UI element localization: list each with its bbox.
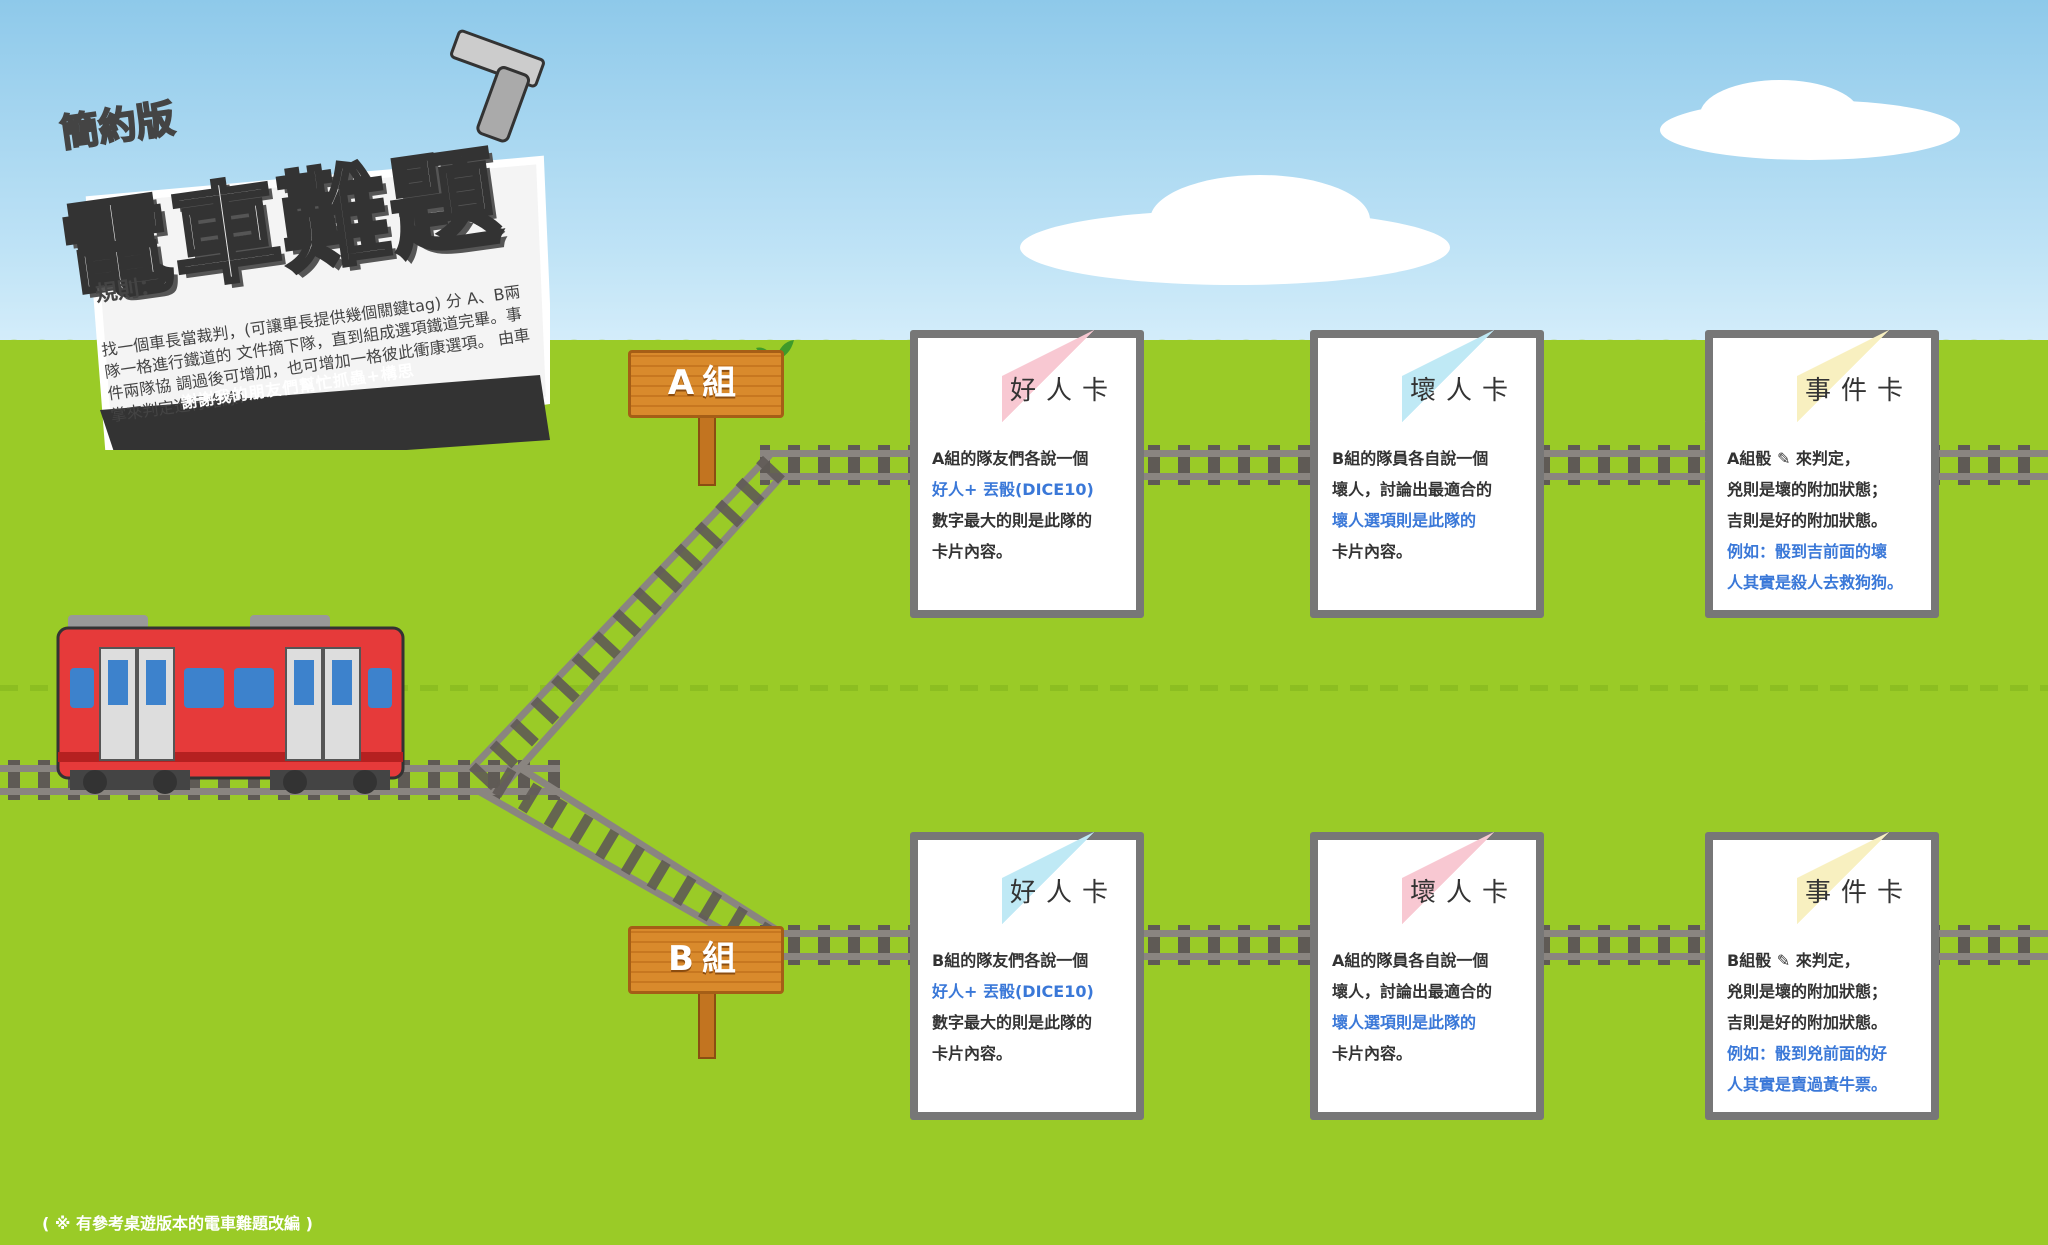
card-line: 兇則是壞的附加狀態； <box>1727 982 1888 1001</box>
train-icon <box>56 615 405 794</box>
card-line: 數字最大的則是此隊的 <box>932 1013 1093 1032</box>
card-line: 人其實是賣過黃牛票。 <box>1727 1075 1888 1094</box>
card-line: 吉則是好的附加狀態。 <box>1727 1013 1888 1032</box>
sign-post-a <box>698 412 716 486</box>
card-title: 事件卡 <box>1804 878 1913 908</box>
info-card: 壞人卡 B組的隊員各自說一個壞人，討論出最適合的壞人選項則是此隊的卡片內容。 <box>1310 330 1544 618</box>
card-body: B組的隊友們各說一個好人+ 丟骰(DICE10) 數字最大的則是此隊的卡片內容。 <box>932 945 1128 1069</box>
card-line: 人其實是殺人去救狗狗。 <box>1727 573 1904 592</box>
card-line: 壞人，討論出最適合的 <box>1332 982 1493 1001</box>
card-line: B組的隊友們各說一個 <box>932 951 1089 970</box>
cloud <box>1150 175 1370 265</box>
card-line: 兇則是壞的附加狀態； <box>1727 480 1888 499</box>
grass-texture <box>0 685 2048 691</box>
card-body: A組骰 ✎ 來判定， 兇則是壞的附加狀態； 吉則是好的附加狀態。例如：骰到吉前面的壞… <box>1727 443 1923 598</box>
card-title: 壞人卡 <box>1409 878 1518 908</box>
info-card: 好人卡 B組的隊友們各說一個好人+ 丟骰(DICE10) 數字最大的則是此隊的卡片內… <box>910 832 1144 1120</box>
card-line: 卡片內容。 <box>932 542 1013 561</box>
sign-post-b <box>698 990 716 1059</box>
cloud <box>1700 80 1860 150</box>
info-card: 事件卡 A組骰 ✎ 來判定， 兇則是壞的附加狀態； 吉則是好的附加狀態。例如：骰到吉前… <box>1705 330 1939 618</box>
footnote: ( ※ 有參考桌遊版本的電車難題改編 ) <box>42 1214 313 1233</box>
sign-b: B組 <box>628 926 784 994</box>
card-line: 卡片內容。 <box>1332 542 1413 561</box>
card-line: 好人+ 丟骰(DICE10) <box>932 480 1094 499</box>
title-card <box>70 30 550 450</box>
card-title: 好人卡 <box>1009 878 1118 908</box>
card-body: A組的隊友們各說一個好人+ 丟骰(DICE10) 數字最大的則是此隊的卡片內容。 <box>932 443 1128 567</box>
card-title: 好人卡 <box>1009 376 1118 406</box>
info-card: 好人卡 A組的隊友們各說一個好人+ 丟骰(DICE10) 數字最大的則是此隊的卡片內… <box>910 330 1144 618</box>
card-line: 壞人選項則是此隊的 <box>1332 1013 1477 1032</box>
card-line: A組的隊員各自說一個 <box>1332 951 1489 970</box>
info-card: 事件卡 B組骰 ✎ 來判定， 兇則是壞的附加狀態； 吉則是好的附加狀態。例如：骰到兇前… <box>1705 832 1939 1120</box>
card-line: 壞人選項則是此隊的 <box>1332 511 1477 530</box>
card-title: 壞人卡 <box>1409 376 1518 406</box>
card-line: 例如：骰到吉前面的壞 <box>1727 542 1888 561</box>
card-body: B組骰 ✎ 來判定， 兇則是壞的附加狀態； 吉則是好的附加狀態。例如：骰到兇前面的好… <box>1727 945 1923 1100</box>
card-line: 例如：骰到兇前面的好 <box>1727 1044 1888 1063</box>
card-line: B組的隊員各自說一個 <box>1332 449 1489 468</box>
info-card: 壞人卡 A組的隊員各自說一個壞人，討論出最適合的壞人選項則是此隊的卡片內容。 <box>1310 832 1544 1120</box>
card-body: B組的隊員各自說一個壞人，討論出最適合的壞人選項則是此隊的卡片內容。 <box>1332 443 1528 567</box>
card-body: A組的隊員各自說一個壞人，討論出最適合的壞人選項則是此隊的卡片內容。 <box>1332 945 1528 1069</box>
gun-icon <box>450 29 545 143</box>
card-line: 好人+ 丟骰(DICE10) <box>932 982 1094 1001</box>
card-title: 事件卡 <box>1804 376 1913 406</box>
card-line: B組骰 ✎ 來判定， <box>1727 951 1860 970</box>
card-line: 卡片內容。 <box>1332 1044 1413 1063</box>
card-line: 壞人，討論出最適合的 <box>1332 480 1493 499</box>
card-line: 數字最大的則是此隊的 <box>932 511 1093 530</box>
card-line: 卡片內容。 <box>932 1044 1013 1063</box>
card-line: A組的隊友們各說一個 <box>932 449 1089 468</box>
card-line: A組骰 ✎ 來判定， <box>1727 449 1860 468</box>
card-line: 吉則是好的附加狀態。 <box>1727 511 1888 530</box>
sign-a: A組 <box>628 350 784 418</box>
